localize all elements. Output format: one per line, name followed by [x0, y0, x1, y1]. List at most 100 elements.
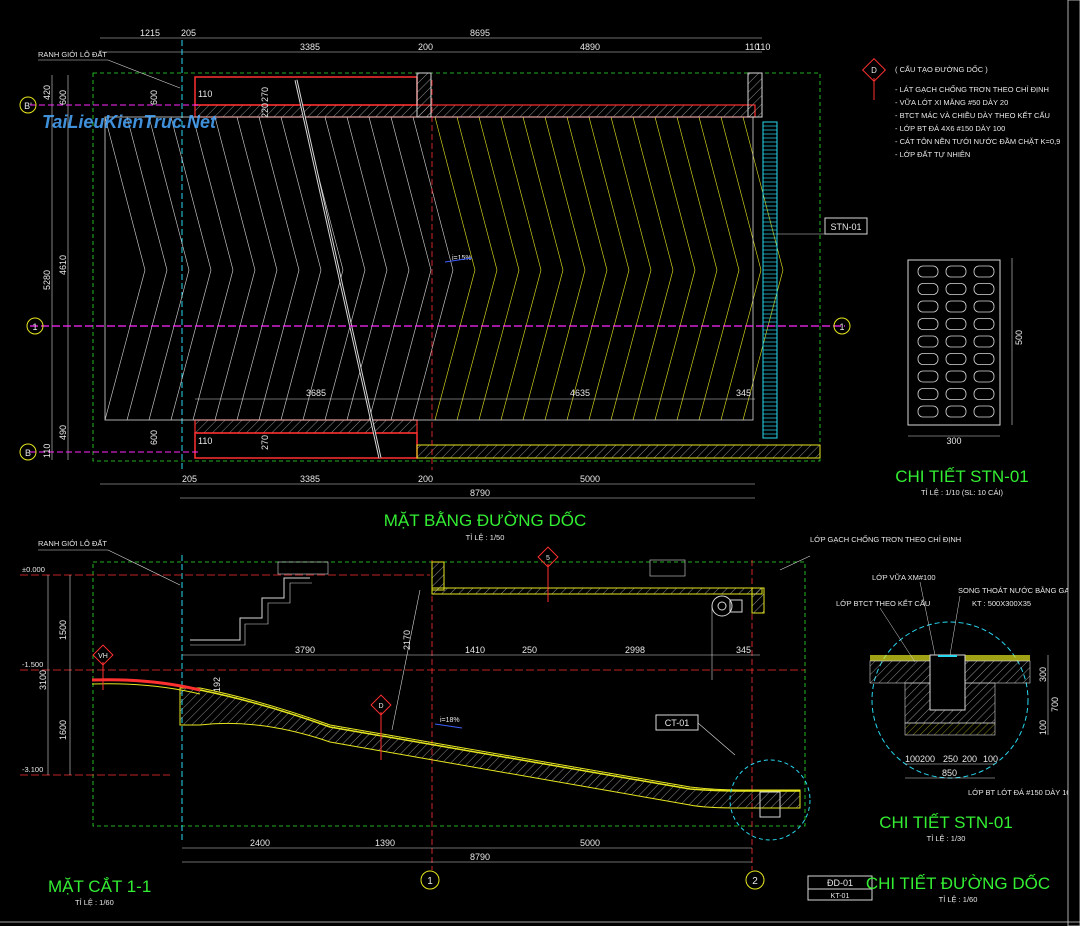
ramp-hatch-line [434, 269, 476, 421]
dim-4890: 4890 [580, 42, 600, 52]
dim-8695: 8695 [470, 28, 490, 38]
ramp-hatch-line [456, 269, 498, 421]
section-title: MẶT CẮT 1-1 [48, 877, 151, 896]
ramp-hatch-line [236, 269, 278, 421]
stn-height: 500 [1014, 330, 1024, 345]
ramp-hatch-line [390, 269, 432, 421]
ramp-hatch-line [324, 116, 366, 271]
wall-110-top: 110 [198, 89, 212, 99]
ramp-hatch-line [544, 269, 586, 421]
ramp-hatch-line [104, 269, 146, 421]
ramp-hatch-line [478, 269, 520, 421]
sec-dim-192: 192 [212, 677, 222, 692]
wall-270-bot: 270 [260, 435, 270, 450]
sec-dim-345: 345 [736, 645, 751, 655]
plan-scale: TỈ LỆ : 1/50 [466, 533, 505, 542]
drain-detail: LỚP VỮA XM#100 SONG THOÁT NƯỚC BẰNG GANG… [836, 573, 1080, 843]
sec-slope: i=18% [440, 717, 460, 724]
ramp-hatch [104, 116, 784, 421]
drain-rdim-1: 700 [1050, 697, 1060, 712]
legend-item-3: - LỚP BT ĐÁ 4X6 #150 DÀY 100 [895, 124, 1005, 133]
ramp-hatch-line [610, 116, 652, 271]
sec-dim-2998: 2998 [625, 645, 645, 655]
legend-item-5: - LỚP ĐẤT TỰ NHIÊN [895, 149, 970, 159]
ramp-hatch-line [258, 269, 300, 421]
drain-grating-plan [762, 121, 778, 439]
ramp-hatch-line [588, 269, 630, 421]
ct-tag: CT-01 [665, 718, 690, 728]
ramp-hatch-line [302, 269, 344, 421]
plan-view: 1 1 B' B 1215 205 8695 3385 200 4890 110… [19, 28, 868, 542]
ramp-hatch-line [192, 269, 234, 421]
grate-slot [917, 300, 939, 313]
dim-l-600top: 600 [149, 90, 159, 105]
dim-l-110: 110 [42, 444, 52, 458]
sec-dim-2170: 2170 [402, 630, 412, 650]
ramp-hatch-line [676, 116, 718, 271]
stn-width: 300 [946, 436, 961, 446]
dim-b-5000: 5000 [580, 474, 600, 484]
dim-l-600b: 600 [149, 430, 159, 445]
sec-dim-250: 250 [522, 645, 537, 655]
grate-slot [945, 335, 967, 348]
tb-sheet: KT-01 [831, 893, 850, 900]
sec-boundary-label: RANH GIỚI LÔ ĐẤT [38, 538, 107, 548]
grate-slot [945, 318, 967, 330]
ramp-hatch-line [192, 116, 234, 271]
grate-slot [973, 265, 995, 278]
ramp-hatch-line [148, 269, 190, 421]
grate-slot [973, 335, 995, 348]
drain-rdim-0: 300 [1038, 667, 1048, 682]
titleblock: ĐD-01 KT-01 CHI TIẾT ĐƯỜNG DỐC TỈ LỆ : 1… [807, 873, 1050, 904]
ramp-hatch-line [654, 116, 696, 271]
ramp-hatch-line [148, 116, 190, 271]
dim-3385: 3385 [300, 42, 320, 52]
grate-slot [945, 265, 967, 278]
ramp-hatch-line [632, 269, 674, 421]
ramp-hatch-line [500, 116, 542, 271]
grate-slot [917, 388, 939, 400]
dim-110a: 110 [745, 42, 759, 52]
level-1500: -1.500 [22, 660, 43, 669]
dim-1215: 1215 [140, 28, 160, 38]
plan-axis-1-left: 1 [32, 322, 37, 332]
ramp-hatch-line [522, 269, 564, 421]
legend-item-2: - BTCT MÁC VÀ CHIỀU DÀY THEO KẾT CẤU [895, 110, 1050, 120]
wall-270-top: 270 [260, 87, 270, 102]
sec-dim-3100: 3100 [38, 670, 48, 690]
watermark: TaiLieuKienTruc.Net [42, 112, 217, 132]
sec-dim-8790: 8790 [470, 852, 490, 862]
wall-220-top: 220 [260, 103, 270, 118]
dim-205: 205 [181, 28, 196, 38]
grate-slot [973, 300, 995, 313]
dim-l-4610: 4610 [58, 255, 68, 275]
grate-slot [917, 283, 939, 295]
plan-slope: i=15% [452, 255, 472, 262]
drain-scale: TỈ LỆ : 1/30 [927, 834, 966, 843]
ramp-hatch-line [412, 269, 454, 421]
ramp-hatch-line [214, 269, 256, 421]
ramp-hatch-line [720, 269, 762, 421]
ramp-hatch-line [346, 116, 388, 271]
tag-d: D [378, 703, 383, 710]
dim-345: 345 [736, 388, 751, 398]
drain-dim-5: 850 [942, 768, 957, 778]
ramp-hatch-line [698, 269, 740, 421]
stn-scale: TỈ LỆ : 1/10 (SL: 10 CÁI) [921, 488, 1004, 497]
ramp-hatch-line [170, 116, 212, 271]
grate-slot [917, 405, 939, 418]
plan-boundary-label: RANH GIỚI LÔ ĐẤT [38, 49, 107, 59]
wall-110-bot: 110 [198, 436, 212, 446]
legend-heading: ( CẤU TẠO ĐƯỜNG DỐC ) [895, 64, 988, 74]
dim-l-600: 600 [58, 90, 68, 105]
sec-dim-3790: 3790 [295, 645, 315, 655]
dim-l-420: 420 [42, 85, 52, 100]
sec-dim-1600: 1600 [58, 720, 68, 740]
plan-stn-tag: STN-01 [830, 222, 861, 232]
axis-b: B [25, 448, 31, 458]
grate-slot [917, 265, 939, 278]
drain-label-4: LỚP BT LÓT ĐÁ #150 DÀY 100 [968, 788, 1075, 797]
grate-slot [945, 283, 967, 295]
drain-dim-2: 250 [943, 754, 958, 764]
